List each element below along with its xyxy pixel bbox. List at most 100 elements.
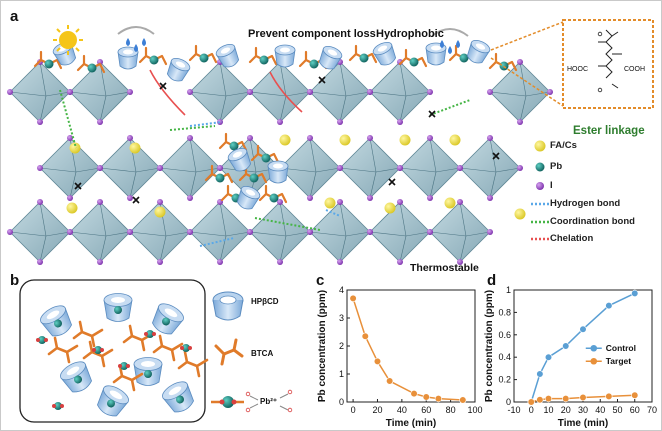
octahedron-edge: [519, 95, 527, 123]
x-tick-label: 40: [397, 405, 407, 415]
chelation-legend-icon: [211, 389, 293, 413]
iodide-ion: [97, 119, 103, 125]
pb-ion: [87, 63, 97, 73]
iodide-ion: [67, 229, 73, 235]
data-point: [422, 393, 430, 401]
pb-ion: [74, 375, 82, 384]
octahedron-edge: [309, 171, 317, 199]
y-tick-label: 0.2: [498, 375, 511, 385]
y-tick-label: 0.6: [498, 330, 511, 340]
chelation-oxygen: [36, 338, 40, 342]
octahedron: [249, 61, 311, 123]
facs-ion: [324, 197, 336, 209]
x-tick-label: 60: [630, 405, 640, 415]
iodide-ion: [187, 229, 193, 235]
hydrogen-bond: [325, 209, 341, 217]
legend-pb: Pb: [550, 161, 563, 172]
hpbcd-cup-cavity: [377, 45, 388, 52]
hpbcd-cup-cavity: [245, 189, 256, 196]
y-tick-label: 1: [339, 369, 344, 379]
coordination-bond: [169, 125, 216, 131]
pb-ion: [114, 306, 122, 314]
panel-a-label: a: [10, 8, 19, 25]
data-point: [410, 389, 418, 398]
iodide-ion: [487, 229, 493, 235]
iodide-ion: [397, 119, 403, 125]
iodide-ion: [337, 165, 343, 171]
octahedron: [189, 61, 251, 123]
data-point: [361, 332, 369, 340]
legend-chelation: Chelation: [550, 233, 594, 244]
data-point: [544, 395, 553, 403]
iodide-ion: [337, 259, 343, 265]
facs-ion: [384, 202, 396, 214]
octahedron-edge: [309, 137, 317, 173]
hpbcd-cup-cavity: [431, 45, 441, 51]
chelation-oxygen: [44, 338, 48, 342]
pb-ion: [182, 344, 190, 352]
data-point: [562, 342, 570, 350]
data-point: [373, 357, 382, 365]
pb-ion: [269, 193, 279, 203]
iodide-ion: [307, 229, 313, 235]
legend-marker: [590, 357, 598, 365]
octahedron-edge: [459, 201, 467, 237]
data-point: [631, 391, 639, 399]
hpbcd-cup-cavity: [175, 61, 186, 68]
y-tick-label: 1: [506, 285, 511, 295]
x-tick-label: 50: [612, 405, 622, 415]
octahedron-edge: [99, 201, 107, 237]
cross-mark: [159, 82, 167, 90]
x-axis-label: Time (min): [558, 418, 608, 428]
iodide-ion: [427, 195, 433, 201]
iodide-ion: [157, 259, 163, 265]
octahedron-edge: [339, 61, 347, 97]
hpbcd-cup: [133, 357, 163, 386]
octahedron: [459, 137, 521, 199]
series-line: [352, 298, 463, 401]
pb-ion: [215, 173, 225, 183]
chelation-oxygen: [180, 346, 184, 350]
hpbcd-cup-cavity: [123, 49, 133, 55]
thermostable-label: Thermostable: [410, 262, 479, 274]
octahedron-edge: [189, 171, 197, 199]
data-point: [527, 398, 535, 406]
chelation-link: [269, 71, 303, 113]
chelation-oxygen: [152, 332, 156, 336]
facs-ion: [514, 208, 526, 220]
pb-ion: [249, 173, 259, 183]
iodide-ion: [397, 199, 403, 205]
iodide-ion: [127, 195, 133, 201]
octahedron: [429, 201, 491, 263]
hpbcd-cup-cavity: [109, 390, 123, 400]
panel-b-label: b: [10, 272, 20, 289]
facs-ion: [444, 197, 456, 209]
hpbcd-cup-cavity: [164, 308, 178, 318]
iodide-ion: [187, 89, 193, 95]
octahedron: [339, 137, 401, 199]
iodide-ion: [367, 89, 373, 95]
hpbcd-cup-cavity: [141, 361, 155, 367]
iodide-ion: [307, 195, 313, 201]
hpbcd-cup: [152, 303, 184, 335]
iodide-ion: [217, 119, 223, 125]
octahedron: [9, 61, 71, 123]
pb-ion: [44, 59, 54, 69]
panel-a-illustration: [7, 19, 654, 265]
octahedron: [369, 61, 431, 123]
btca-linker: [82, 340, 114, 368]
y-tick-label: 0: [506, 397, 511, 407]
hpbcd-cup-cavity: [475, 43, 486, 50]
cross-mark: [132, 196, 140, 204]
y-tick-label: 2: [339, 341, 344, 351]
y-axis-label: Pb concentration (ppm): [484, 290, 495, 402]
data-point: [386, 377, 394, 385]
iodide-ion: [247, 229, 253, 235]
octahedron-edge: [399, 235, 407, 263]
y-tick-label: 4: [339, 285, 344, 295]
hpbcd-legend-label: HPβCD: [251, 297, 279, 306]
iodide-ion: [37, 119, 43, 125]
hpbcd-cup: [117, 46, 139, 70]
